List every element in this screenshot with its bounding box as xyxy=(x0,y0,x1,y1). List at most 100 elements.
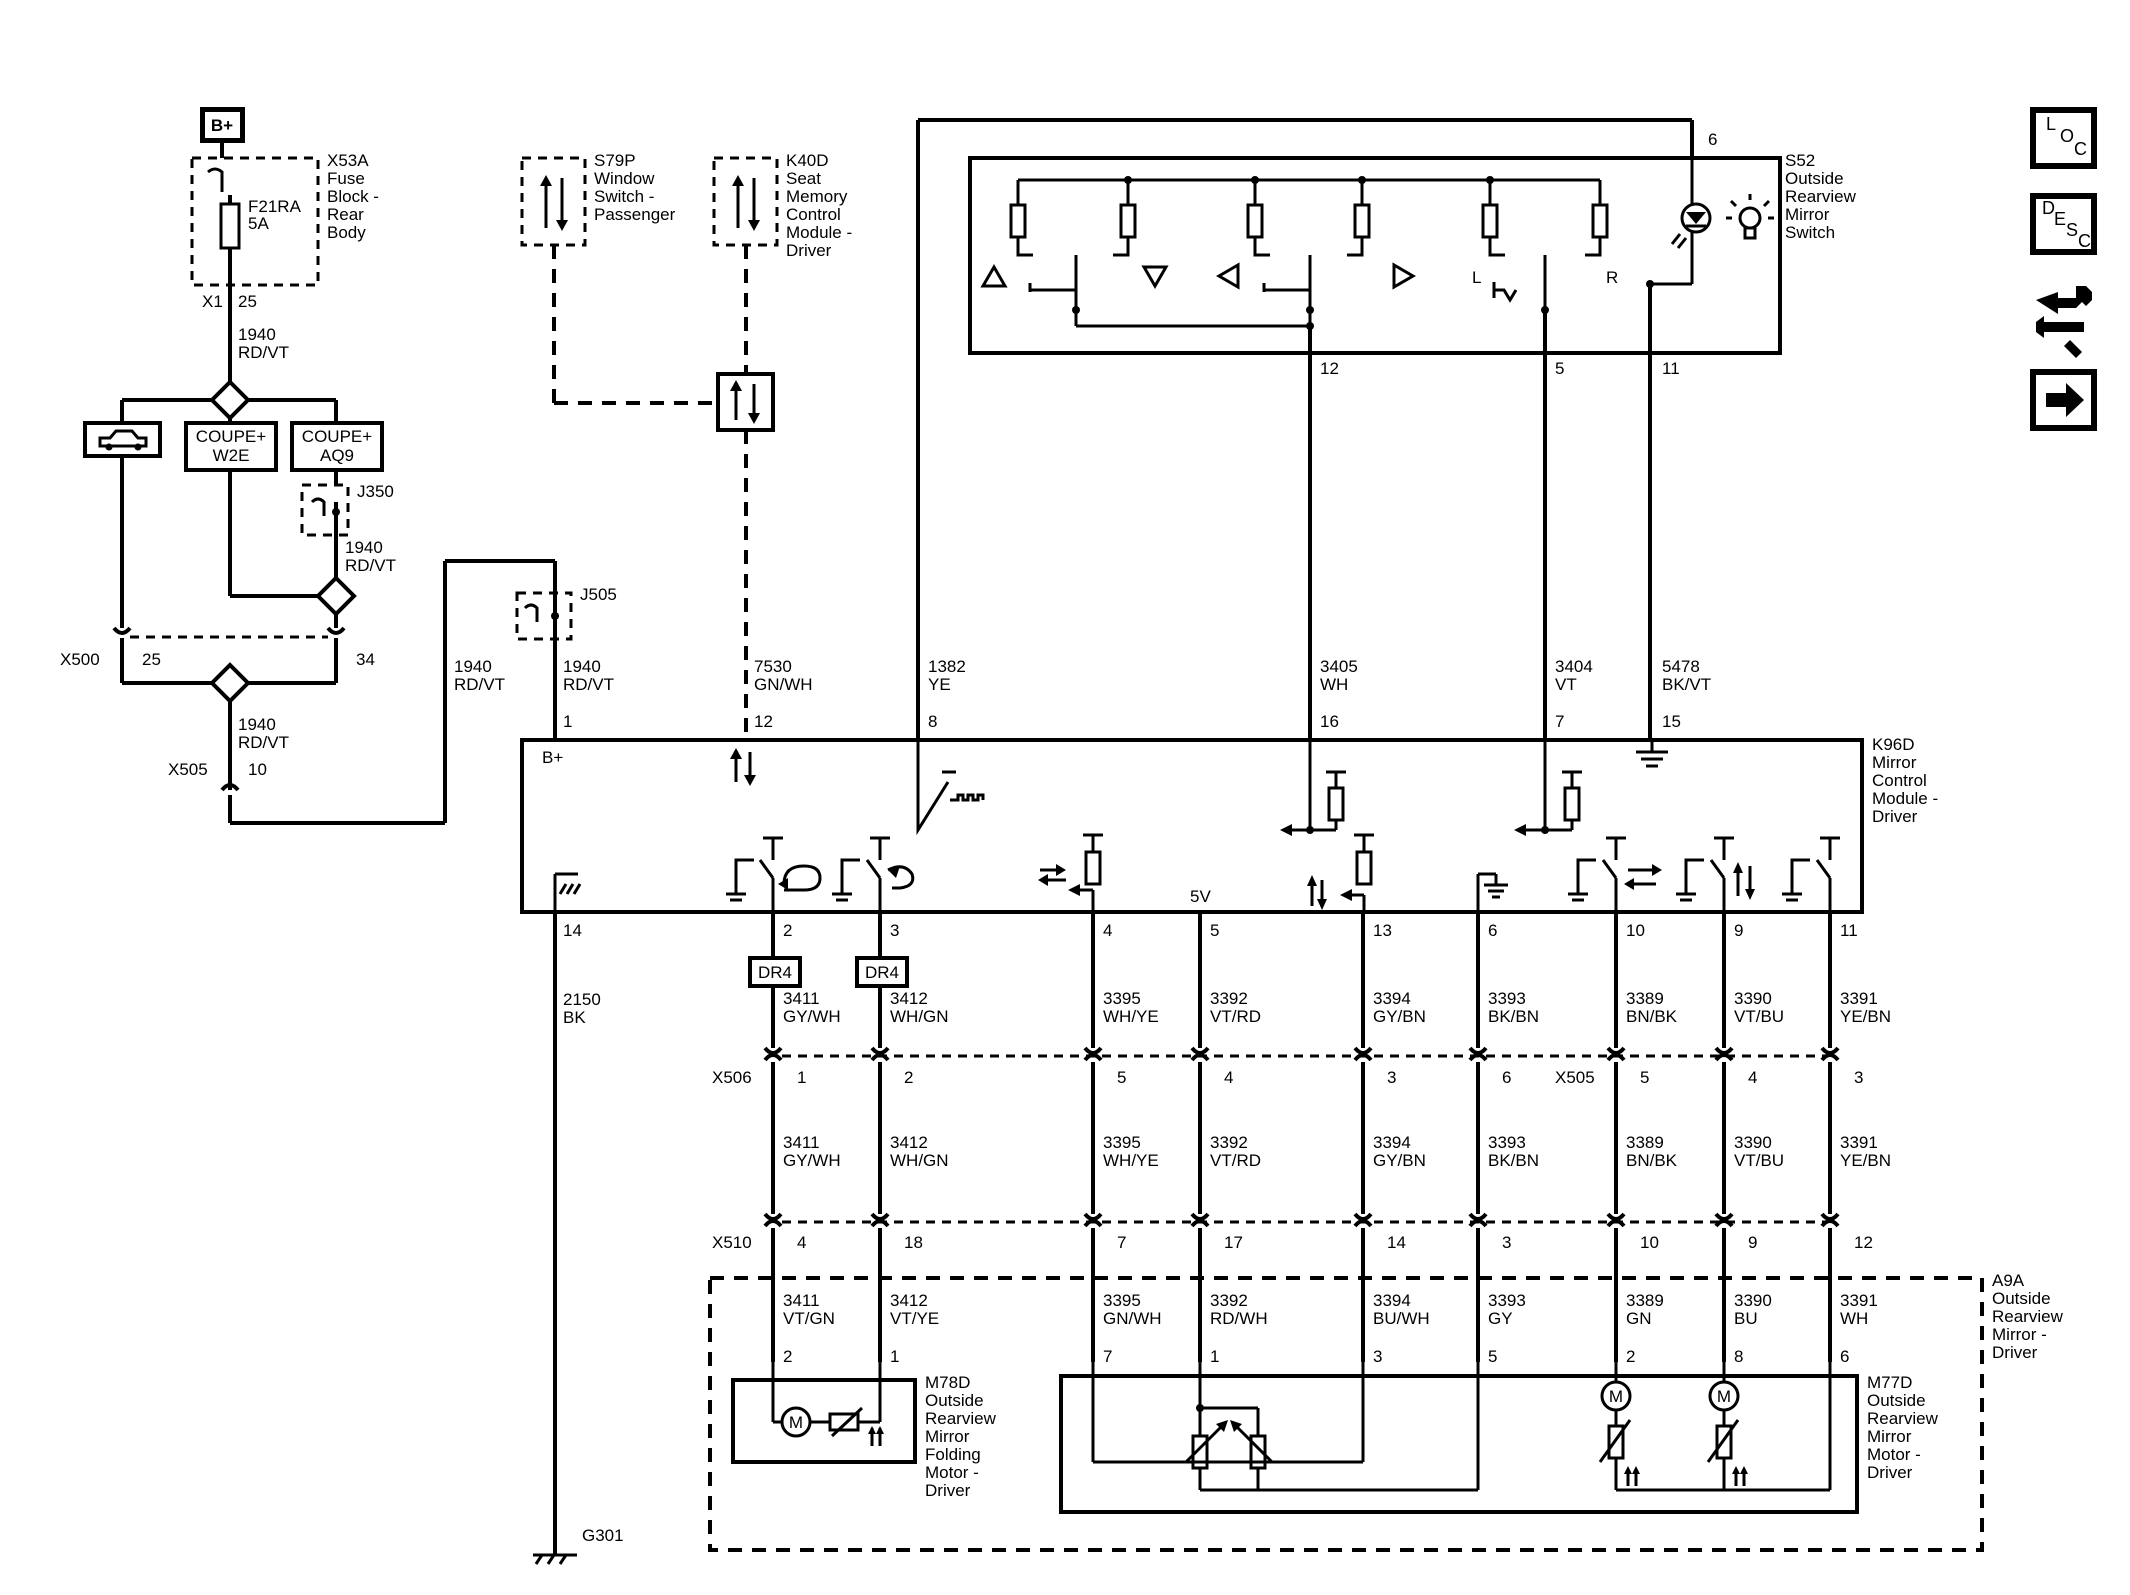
pin-number: 11 xyxy=(1662,359,1680,378)
dr4-label: DR4 xyxy=(758,963,792,982)
wire-circuit: 3405 xyxy=(1320,657,1358,676)
ground-ref: G301 xyxy=(582,1526,624,1545)
connector-terminal xyxy=(763,1046,783,1055)
wire-circuit: 3392 xyxy=(1210,989,1248,1008)
wire-circuit: 3389 xyxy=(1626,989,1664,1008)
pin-number: 7 xyxy=(1117,1233,1126,1252)
component-desc: Outside xyxy=(1785,169,1844,188)
indicator-lamp-icon xyxy=(1646,158,1712,288)
wire-circuit: 3395 xyxy=(1103,1133,1141,1152)
connector-tool-icon[interactable] xyxy=(2036,286,2092,358)
module-5v: 5V xyxy=(1190,887,1211,906)
pin-number: 8 xyxy=(1734,1347,1743,1366)
connector-terminal xyxy=(1820,1219,1840,1228)
wire-circuit: 2150 xyxy=(563,990,601,1009)
option-label: COUPE+ xyxy=(196,427,266,446)
wire-color: VT/GN xyxy=(783,1309,835,1328)
motor-driver-3390 xyxy=(1676,836,1755,912)
wire-color: RD/VT xyxy=(454,675,505,694)
component-desc: Mirror xyxy=(1785,205,1830,224)
wire-circuit: 3411 xyxy=(783,989,820,1008)
nav-letter: C xyxy=(2074,139,2087,159)
pin-number: 2 xyxy=(904,1068,913,1087)
connector-terminal xyxy=(1190,1212,1210,1221)
component-desc: Outside xyxy=(925,1391,984,1410)
component-ref: S52 xyxy=(1785,151,1815,170)
dr4-box xyxy=(748,956,802,988)
fuse-pin: 25 xyxy=(238,292,257,311)
pin-number: 1 xyxy=(1210,1347,1219,1366)
wire-color: VT/YE xyxy=(890,1309,939,1328)
wire-color: VT/BU xyxy=(1734,1151,1784,1170)
position-sensor-3395 xyxy=(1038,833,1103,912)
component-desc: Rearview xyxy=(1992,1307,2064,1326)
wire-circuit: 3412 xyxy=(890,1291,928,1310)
pin-number: 14 xyxy=(1387,1233,1406,1252)
description-button[interactable]: D E S C xyxy=(2030,193,2097,255)
component-desc: Driver xyxy=(925,1481,971,1500)
wire-color: YE/BN xyxy=(1840,1151,1891,1170)
wire-circuit: 3391 xyxy=(1840,1133,1878,1152)
wire-color: RD/VT xyxy=(345,556,396,575)
component-desc: Mirror - xyxy=(1992,1325,2047,1344)
nav-letter: L xyxy=(2046,114,2056,134)
wire-color: BU xyxy=(1734,1309,1758,1328)
wire-circuit: 3394 xyxy=(1373,989,1411,1008)
bidirectional-arrow-icon xyxy=(730,380,760,424)
fold-switch-1 xyxy=(726,836,822,912)
wire-color: BK/VT xyxy=(1662,675,1711,694)
component-desc: Mirror xyxy=(925,1427,970,1446)
connector-terminal xyxy=(1083,1046,1103,1055)
wire-circuit: 7530 xyxy=(754,657,792,676)
connector-terminal xyxy=(1714,1212,1734,1221)
wire-circuit: 3389 xyxy=(1626,1133,1664,1152)
wire-color: WH/GN xyxy=(890,1007,949,1026)
splice-label: J505 xyxy=(580,585,617,604)
arrow-down-icon xyxy=(1141,265,1169,289)
wire-color: BK xyxy=(563,1008,586,1027)
component-ref: A9A xyxy=(1992,1271,2025,1290)
wire-circuit: 1940 xyxy=(563,657,601,676)
wire-circuit: 3395 xyxy=(1103,1291,1141,1310)
wire-color: GY/WH xyxy=(783,1007,841,1026)
wire-circuit: 3390 xyxy=(1734,1291,1772,1310)
pin-number: 12 xyxy=(754,712,773,731)
pin-number: 10 xyxy=(1640,1233,1659,1252)
fuse-block-ref: X53A xyxy=(327,151,369,170)
pin-number: 3 xyxy=(1502,1233,1511,1252)
next-arrow-button[interactable] xyxy=(2030,369,2097,431)
pin-number: 5 xyxy=(1210,921,1219,940)
wire-circuit: 3391 xyxy=(1840,989,1878,1008)
pin-number: 6 xyxy=(1488,921,1497,940)
component-desc: Seat xyxy=(786,169,821,188)
pin-number: 16 xyxy=(1320,712,1339,731)
component-desc: Module - xyxy=(1872,789,1938,808)
motor-icon: M xyxy=(771,1362,884,1446)
location-button[interactable]: L O C xyxy=(2030,107,2097,169)
connector-terminal xyxy=(763,1053,783,1062)
pin-number: 12 xyxy=(1320,359,1339,378)
component-desc: Control xyxy=(1872,771,1927,790)
signal-input-icon xyxy=(916,740,985,836)
connector-terminal xyxy=(1468,1212,1488,1221)
wire-color: WH/YE xyxy=(1103,1151,1159,1170)
component-desc: Mirror xyxy=(1867,1427,1912,1446)
wire-color: RD/VT xyxy=(563,675,614,694)
component-desc: Switch - xyxy=(594,187,654,206)
wire-color: VT/BU xyxy=(1734,1007,1784,1026)
splice-j505 xyxy=(515,591,573,641)
connector-terminal xyxy=(1820,1212,1840,1221)
wire-circuit: 3394 xyxy=(1373,1133,1411,1152)
component-desc: Window xyxy=(594,169,655,188)
wire-color: BN/BK xyxy=(1626,1007,1678,1026)
option-diamond xyxy=(209,662,251,704)
pin-number: 5 xyxy=(1640,1068,1649,1087)
connector-terminal xyxy=(870,1046,890,1055)
option-label: AQ9 xyxy=(320,446,354,465)
dr4-box xyxy=(855,956,909,988)
wire-circuit: 3393 xyxy=(1488,1133,1526,1152)
pin-number: 11 xyxy=(1840,921,1858,940)
pin-number: 14 xyxy=(563,921,582,940)
wire-color: YE/BN xyxy=(1840,1007,1891,1026)
pin-number: 5 xyxy=(1117,1068,1126,1087)
